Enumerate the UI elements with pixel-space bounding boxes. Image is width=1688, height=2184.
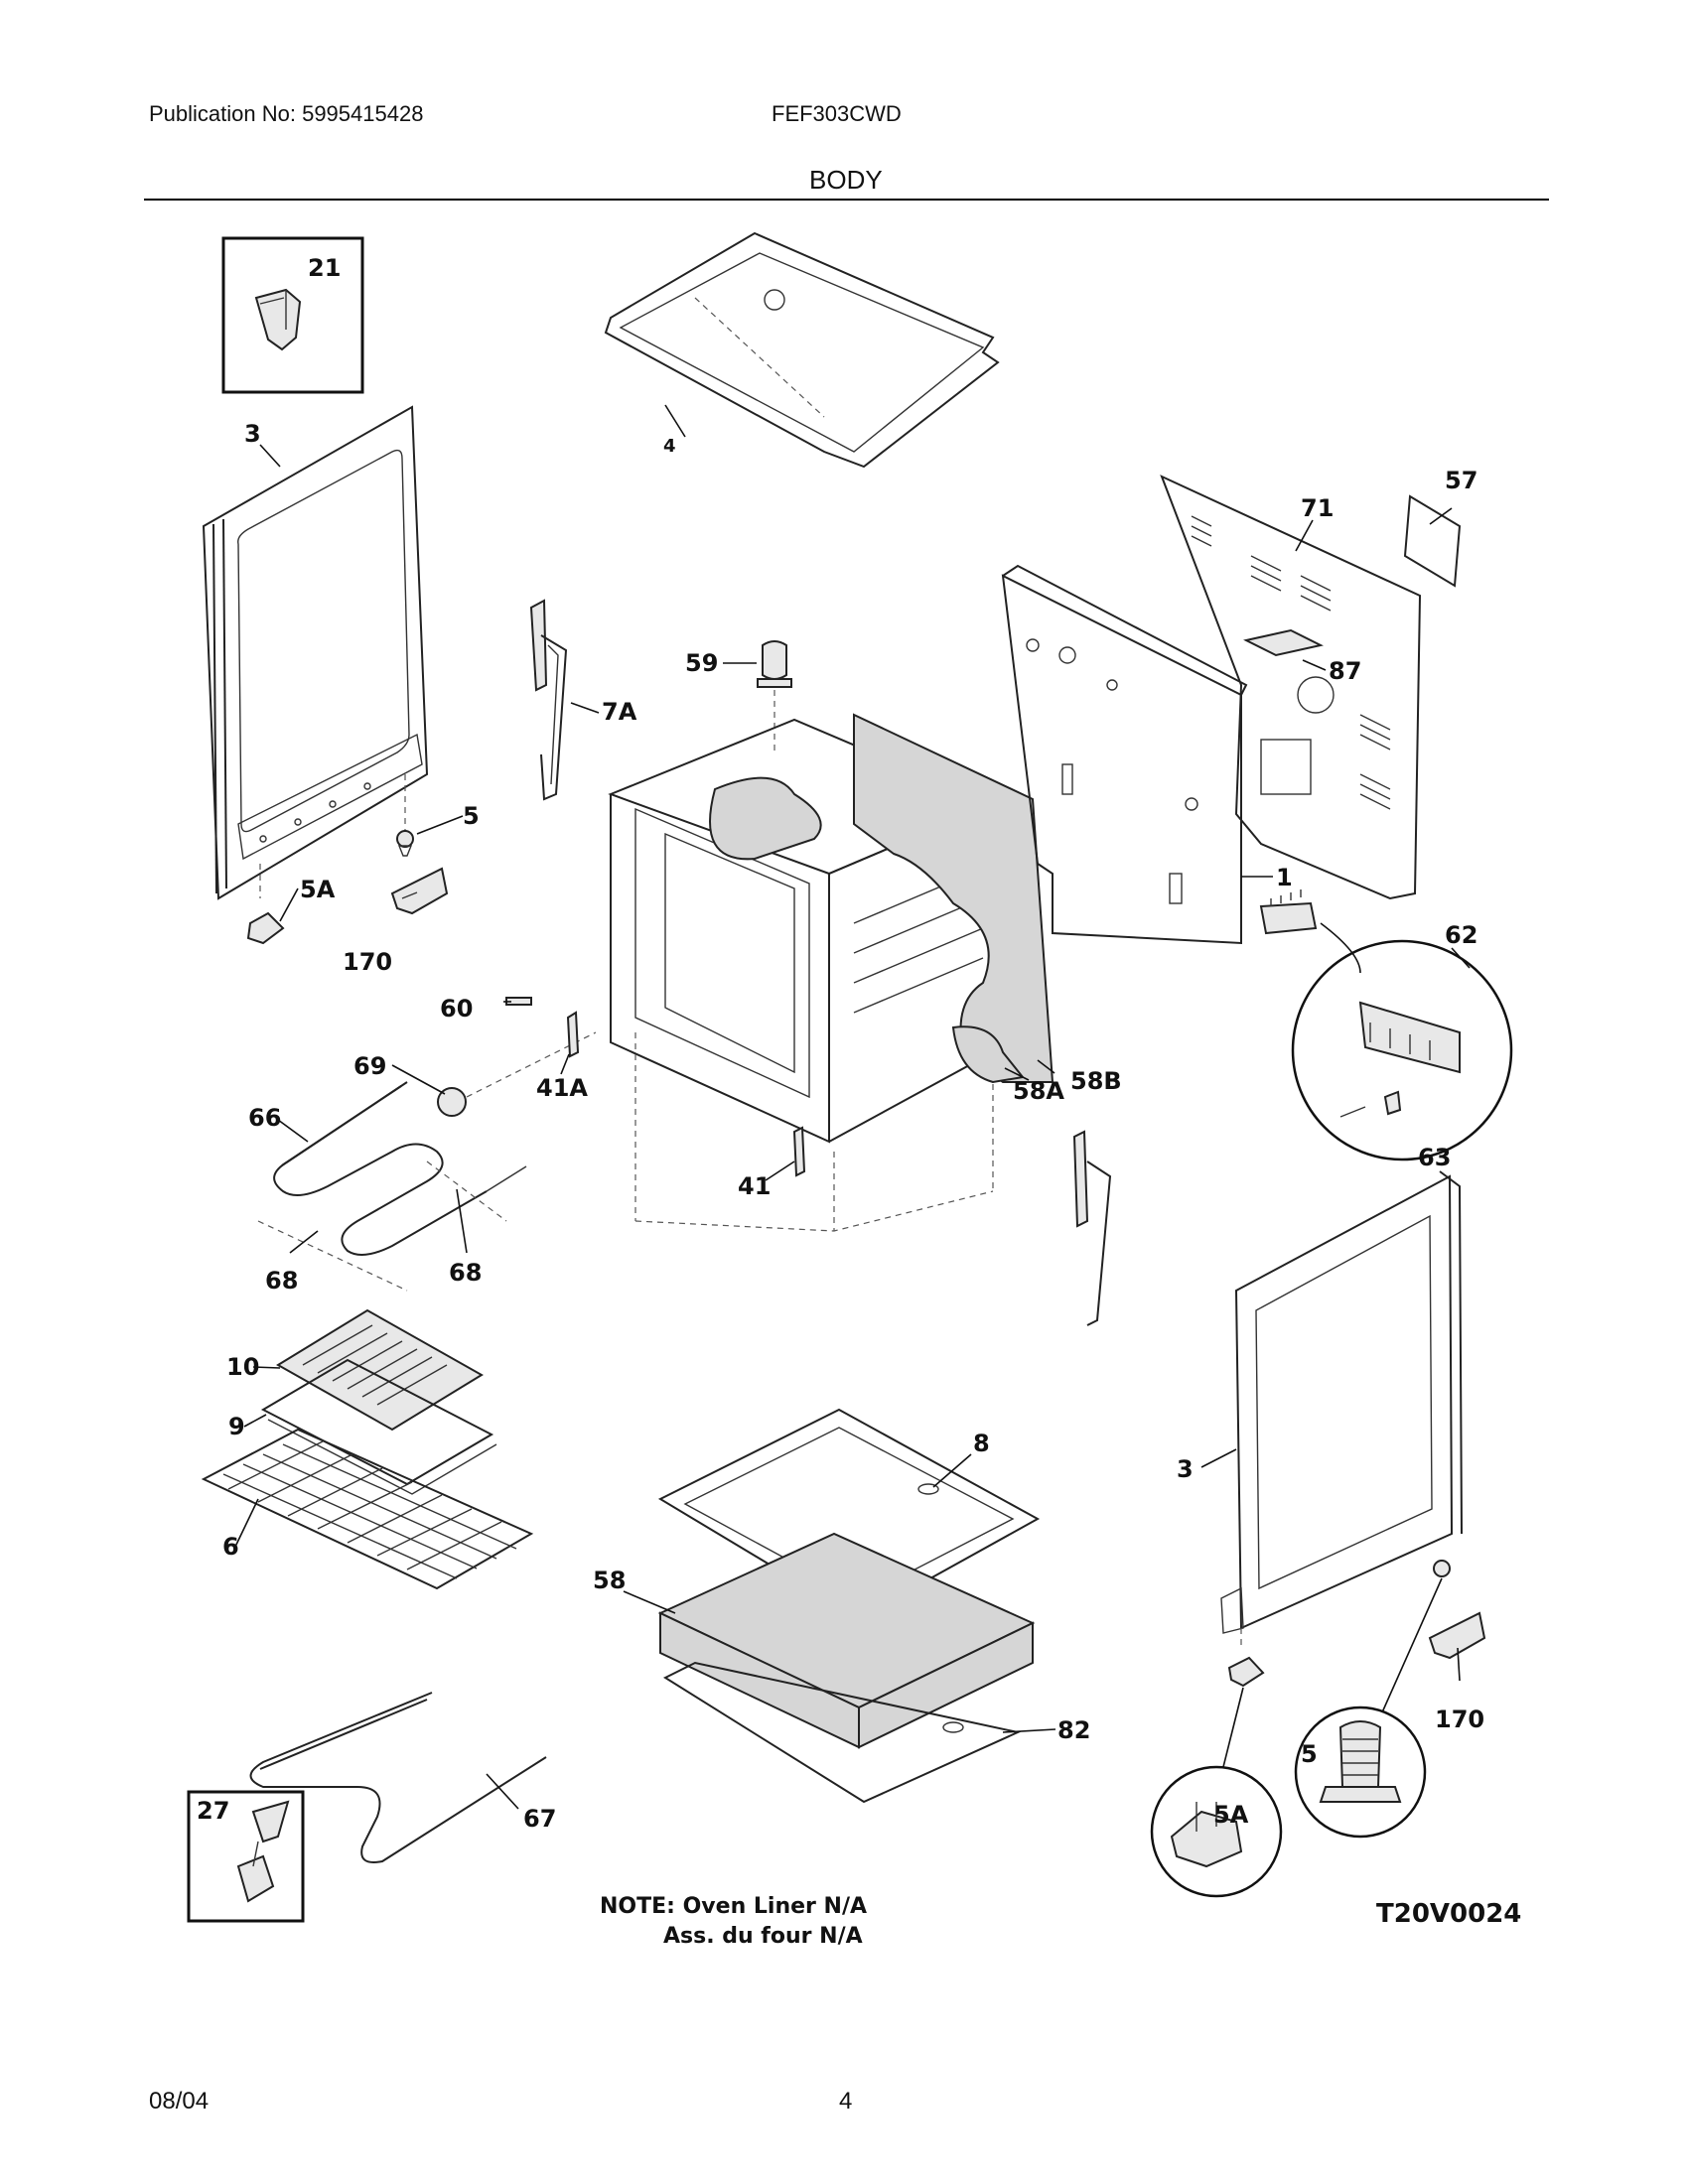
label-58B: 58B [1070,1067,1122,1095]
label-170-left: 170 [343,948,392,976]
label-8: 8 [973,1430,990,1457]
part-3-left-side-panel [202,405,429,900]
part-6-oven-rack [201,1428,534,1590]
label-63: 63 [1418,1144,1451,1171]
label-87: 87 [1329,657,1361,685]
footer-date: 08/04 [149,2088,210,2115]
label-41: 41 [738,1172,771,1200]
part-21-box [221,236,364,394]
part-number-labels: 21 4 3 57 71 87 59 7A 5 5A 170 1 62 63 6… [197,254,1484,1833]
part-27-box [187,1790,305,1923]
part-7A-hinge [529,599,568,801]
part-5-detail-circle [1294,1706,1427,1839]
header-rule [144,199,1549,201]
part-5-leveler-right [1381,1560,1451,1713]
part-1-back-panel [1001,564,1318,945]
page-number: 4 [839,2088,853,2115]
part-71-rear-panel [1160,475,1422,900]
label-5A-left: 5A [300,876,336,903]
label-58A: 58A [1013,1077,1064,1105]
label-10: 10 [226,1353,259,1381]
part-5A-leg-left [246,911,285,945]
label-58: 58 [593,1567,626,1594]
label-62: 62 [1445,921,1477,949]
label-21: 21 [308,254,341,282]
leader-lines [234,404,1471,1810]
label-59: 59 [685,649,718,677]
label-170-right: 170 [1435,1706,1484,1733]
label-68-left: 68 [265,1267,298,1295]
model-number: FEF303CWD [772,101,902,126]
label-4: 4 [663,436,676,457]
part-58-insulation-pad [657,1532,1036,1749]
part-66-broil-element [273,1081,527,1256]
label-27: 27 [197,1797,229,1825]
label-68-right: 68 [449,1259,482,1287]
label-60: 60 [440,995,473,1023]
label-67: 67 [523,1805,556,1833]
part-5-leveler-left [396,830,414,857]
part-82-bottom-panel [662,1661,1022,1804]
label-5-left: 5 [463,802,480,830]
part-4-top-panel [604,231,1000,469]
part-62-terminal-block-detail [1291,922,1513,1161]
part-5A-detail-circle [1150,1765,1283,1898]
part-57-label-plate [1403,494,1462,588]
part-10-broil-pan-insert [276,1308,484,1432]
section-title: BODY [809,165,883,195]
insulation-58A-58B [709,713,1055,1084]
label-3-right: 3 [1177,1455,1194,1483]
note-line-1: NOTE: Oven Liner N/A [600,1894,868,1919]
part-170-bracket-right [1428,1611,1486,1660]
diagram-code: T20V0024 [1376,1899,1522,1929]
label-7A: 7A [602,698,637,726]
part-41-bracket [792,1126,806,1177]
part-170-bracket-left [390,867,449,915]
part-68-wire-left [257,1220,408,1292]
label-5-detail: 5 [1301,1740,1318,1768]
label-6: 6 [222,1533,239,1561]
part-67-bake-element [249,1692,547,1863]
label-82: 82 [1057,1716,1090,1744]
label-9: 9 [228,1413,245,1440]
part-59-grommet [757,640,792,754]
part-41A-bracket [566,1011,580,1058]
label-3-left: 3 [244,420,261,448]
label-5A-detail: 5A [1213,1801,1249,1829]
label-57: 57 [1445,467,1477,494]
label-1: 1 [1276,864,1293,891]
part-5A-leg-right [1222,1656,1265,1768]
part-68-wire-right [426,1160,507,1222]
label-71: 71 [1301,494,1334,522]
note-line-2: Ass. du four N/A [663,1924,863,1949]
label-66: 66 [248,1104,281,1132]
publication-number: Publication No: 5995415428 [149,101,424,126]
part-3-right-side-panel [1220,1170,1463,1648]
label-69: 69 [353,1052,386,1080]
part-7A-hinge-right [1072,1130,1112,1326]
label-41A: 41A [536,1074,588,1102]
